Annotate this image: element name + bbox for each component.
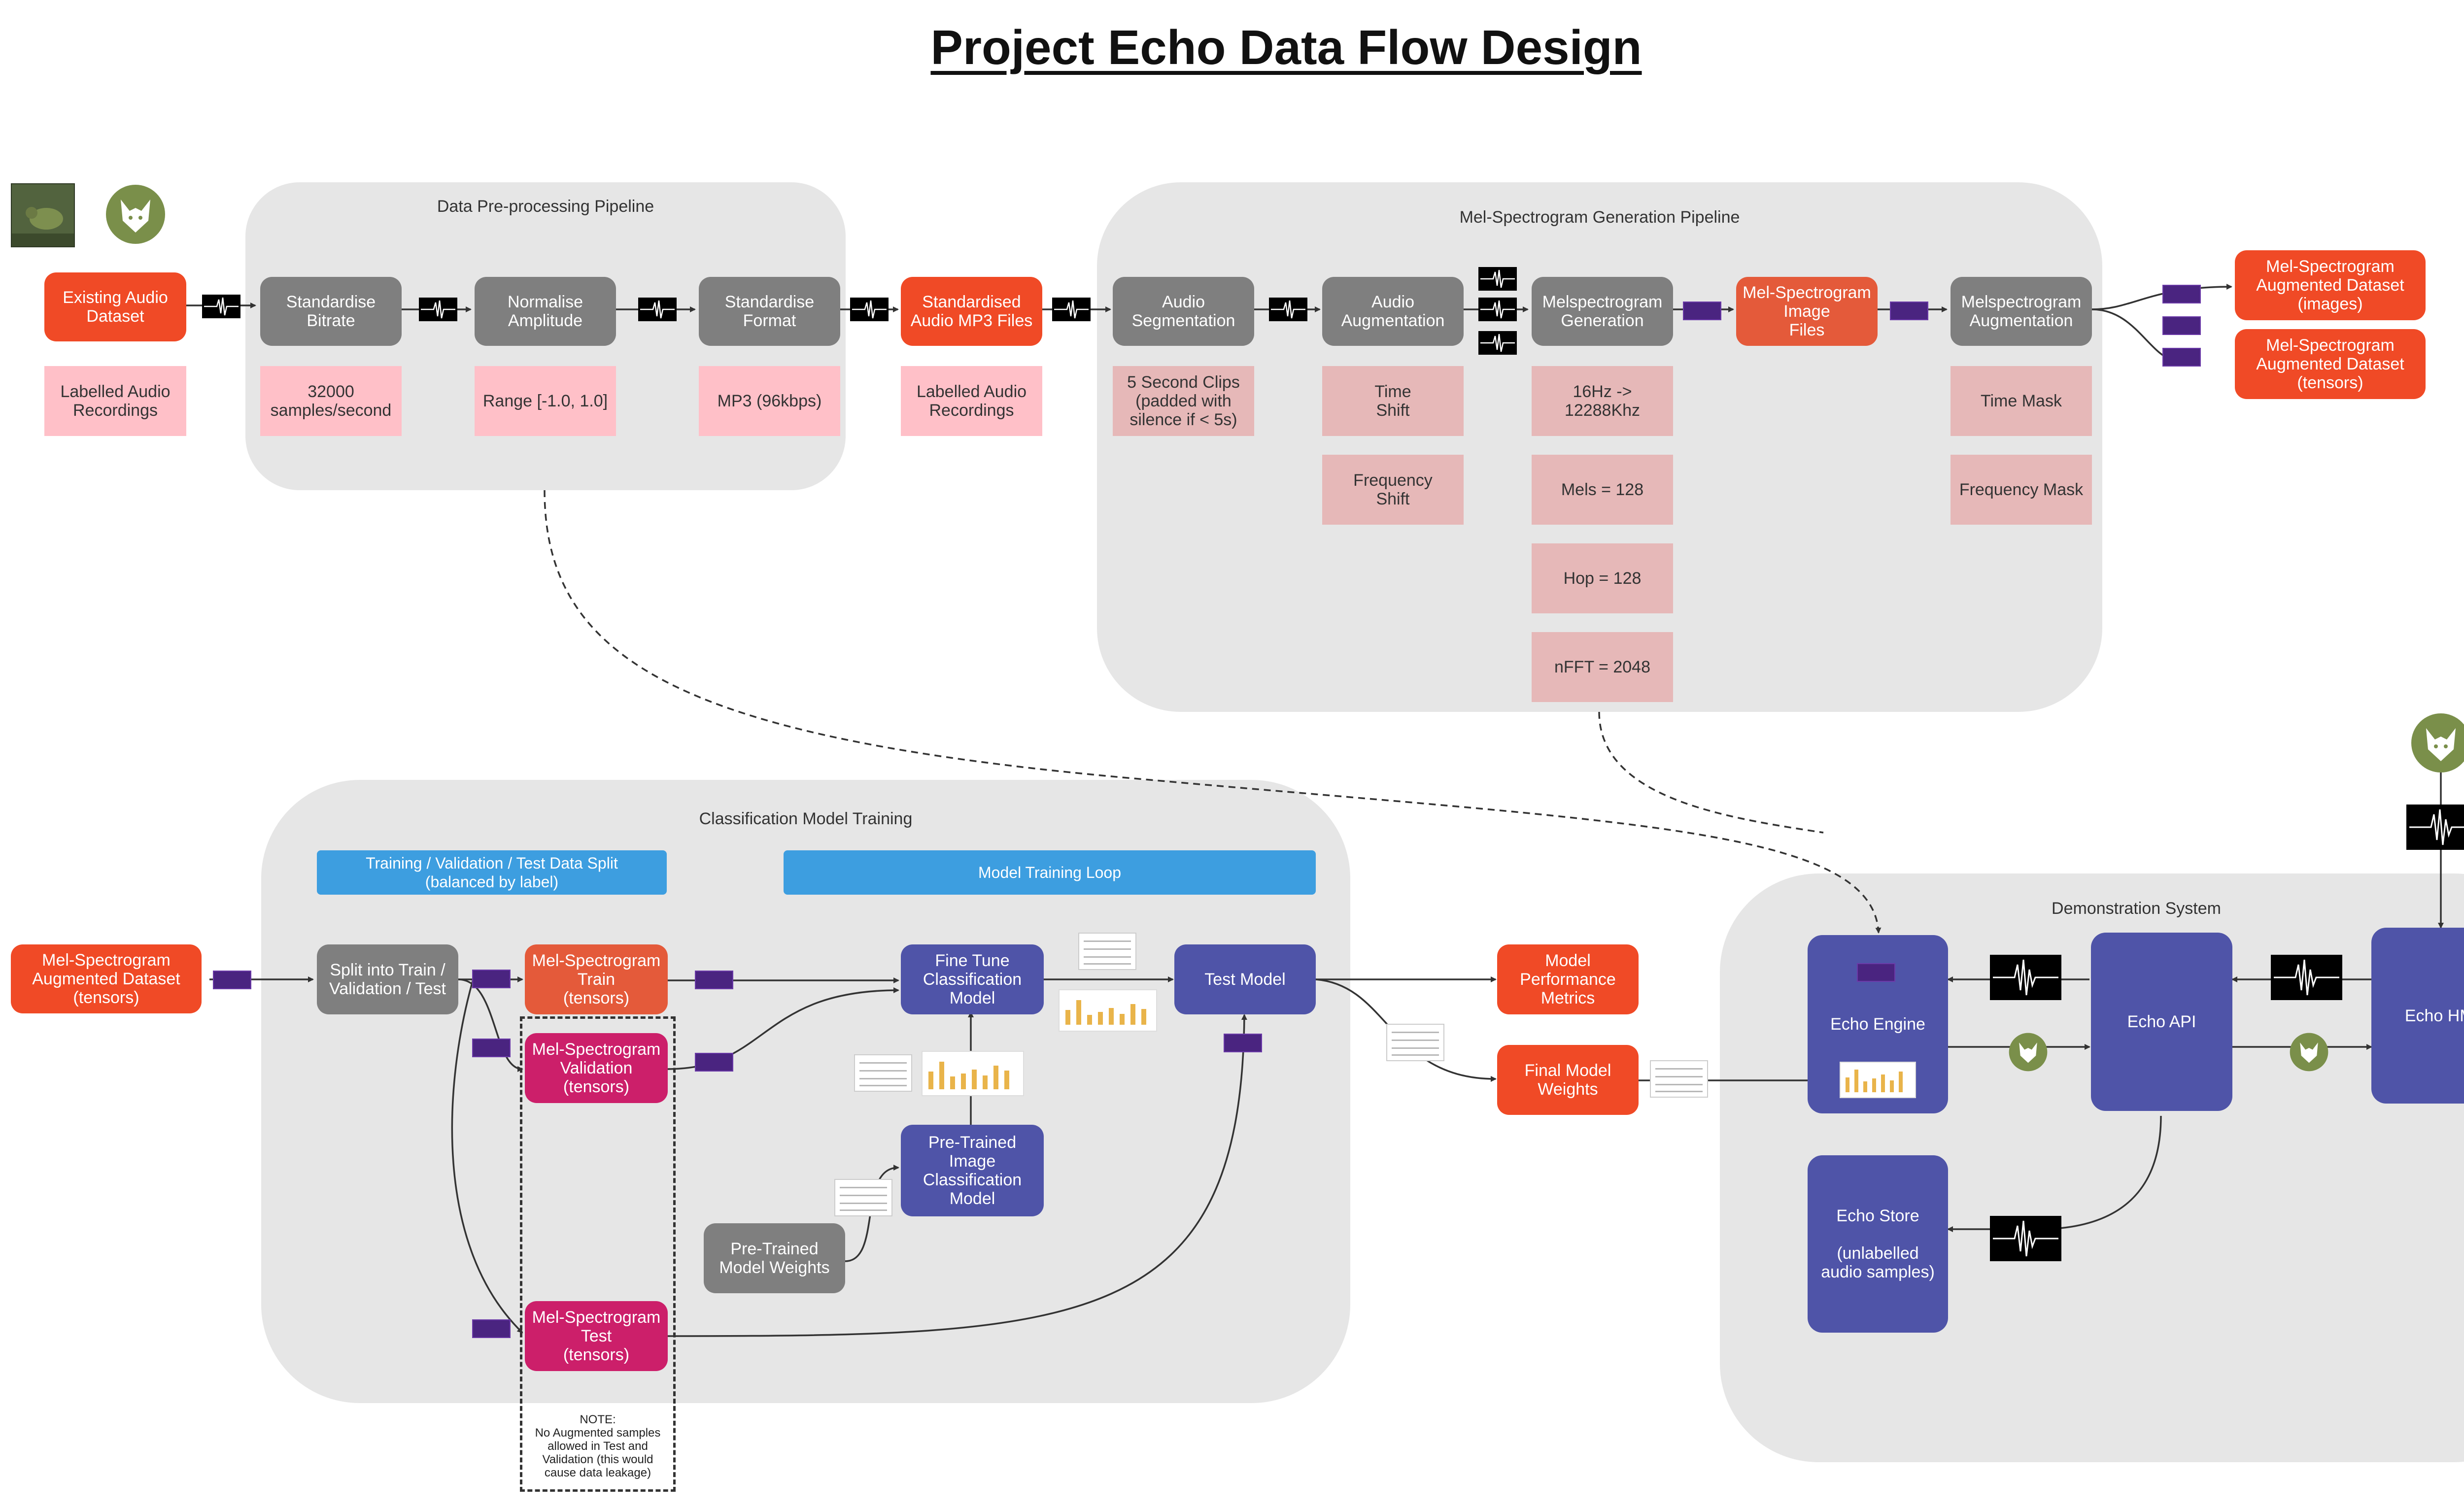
augmented-dataset-tensors-out[interactable]: Mel-Spectrogram Augmented Dataset (tenso… [2235, 329, 2426, 399]
labelled-audio-recordings: Labelled Audio Recordings [44, 366, 186, 436]
waveform-icon [850, 298, 889, 321]
waveform-icon [1478, 267, 1517, 291]
audio-augmentation[interactable]: Audio Augmentation [1322, 277, 1464, 346]
waveform-icon [1478, 331, 1517, 355]
frequency-mask: Frequency Mask [1951, 455, 2092, 525]
spectrogram-icon [2162, 316, 2201, 335]
weights-matrix-icon [1078, 933, 1136, 970]
bar-chart-icon [1059, 989, 1157, 1032]
demo-group-title: Demonstration System [2052, 899, 2221, 918]
time-mask: Time Mask [1951, 366, 2092, 436]
echo-logo-icon [101, 182, 170, 246]
pretrained-classification-model[interactable]: Pre-Trained Image Classification Model [901, 1125, 1044, 1216]
echo-logo-icon [2288, 1031, 2330, 1073]
weights-matrix-icon [1386, 1024, 1444, 1061]
hz-range-value: 16Hz -> 12288Khz [1532, 366, 1673, 436]
echo-api[interactable]: Echo API [2091, 933, 2232, 1111]
standardise-format[interactable]: Standardise Format [699, 277, 840, 346]
melspectrogram-validation[interactable]: Mel-Spectrogram Validation (tensors) [525, 1033, 668, 1103]
clips-value: 5 Second Clips (padded with silence if <… [1113, 366, 1254, 436]
preprocessing-group-title: Data Pre-processing Pipeline [437, 197, 654, 216]
training-loop-banner: Model Training Loop [784, 850, 1316, 895]
final-model-weights[interactable]: Final Model Weights [1497, 1045, 1639, 1115]
spectrogram-icon [1857, 963, 1895, 982]
audio-segmentation[interactable]: Audio Segmentation [1113, 277, 1254, 346]
weights-matrix-icon [854, 1054, 912, 1092]
connector-melaug-to-aug-images [2091, 284, 2232, 310]
spectrogram-icon [472, 1319, 511, 1338]
format-value: MP3 (96kbps) [699, 366, 840, 436]
pretrained-model-weights[interactable]: Pre-Trained Model Weights [704, 1223, 845, 1293]
echo-engine-label: Echo Engine [1830, 1015, 1925, 1034]
spectrogram-icon [1224, 1034, 1262, 1052]
hop-value: Hop = 128 [1532, 543, 1673, 613]
waveform-icon [1269, 298, 1307, 321]
frequency-shift: Frequency Shift [1322, 455, 1464, 525]
echo-store[interactable]: Echo Store (unlabelled audio samples) [1808, 1155, 1948, 1333]
bar-chart-icon [922, 1051, 1024, 1096]
normalise-amplitude[interactable]: Normalise Amplitude [475, 277, 616, 346]
echo-logo-icon [2406, 711, 2464, 775]
spectrogram-icon [695, 1053, 733, 1072]
leakage-note-box [520, 1016, 676, 1492]
training-group-title: Classification Model Training [699, 809, 913, 828]
waveform-icon [638, 298, 677, 321]
waveform-icon [1990, 1216, 2061, 1261]
augmented-dataset-tensors-in[interactable]: Mel-Spectrogram Augmented Dataset (tenso… [11, 944, 202, 1013]
split-train-validation-test[interactable]: Split into Train / Validation / Test [317, 944, 458, 1014]
melspectrogram-generation[interactable]: Melspectrogram Generation [1532, 277, 1673, 346]
waveform-icon [1990, 955, 2061, 1000]
range-value: Range [-1.0, 1.0] [475, 366, 616, 436]
waveform-icon [1052, 298, 1091, 321]
connector-melspec-to-engine [1598, 711, 1824, 834]
spectrogram-icon [2162, 348, 2201, 367]
nfft-value: nFFT = 2048 [1532, 632, 1673, 702]
mels-value: Mels = 128 [1532, 455, 1673, 525]
spectrogram-icon [213, 971, 251, 989]
standardise-bitrate[interactable]: Standardise Bitrate [260, 277, 402, 346]
spectrogram-icon [1890, 302, 1928, 320]
leakage-note: NOTE: No Augmented samples allowed in Te… [535, 1413, 661, 1479]
waveform-icon [2406, 805, 2464, 850]
melspectrogram-train[interactable]: Mel-Spectrogram Train (tensors) [525, 944, 668, 1014]
melspectrogram-test[interactable]: Mel-Spectrogram Test (tensors) [525, 1301, 668, 1371]
melspec-group-title: Mel-Spectrogram Generation Pipeline [1459, 208, 1740, 227]
test-model[interactable]: Test Model [1174, 944, 1316, 1014]
time-shift: Time Shift [1322, 366, 1464, 436]
weights-matrix-icon [1650, 1060, 1708, 1098]
split-banner: Training / Validation / Test Data Split … [317, 850, 667, 895]
waveform-icon [419, 298, 457, 321]
melspectrogram-augmentation[interactable]: Melspectrogram Augmentation [1951, 277, 2092, 346]
melspectrogram-image-files[interactable]: Mel-Spectrogram Image Files [1736, 277, 1878, 346]
augmented-dataset-images[interactable]: Mel-Spectrogram Augmented Dataset (image… [2235, 250, 2426, 320]
spectrogram-icon [2162, 285, 2201, 303]
spectrogram-icon [472, 970, 511, 988]
model-performance-metrics[interactable]: Model Performance Metrics [1497, 944, 1639, 1014]
spectrogram-icon [695, 971, 733, 989]
fine-tune-classification-model[interactable]: Fine Tune Classification Model [901, 944, 1044, 1014]
bitrate-value: 32000 samples/second [260, 366, 402, 436]
spectrogram-icon [472, 1039, 511, 1057]
labelled-audio-recordings-2: Labelled Audio Recordings [901, 366, 1042, 436]
bird-photo [11, 183, 75, 247]
weights-matrix-icon [834, 1179, 892, 1216]
diagram-title: Project Echo Data Flow Design [930, 20, 1642, 74]
waveform-icon [2271, 955, 2342, 1000]
echo-hmi[interactable]: Echo HMI [2371, 928, 2464, 1104]
waveform-icon [1478, 298, 1517, 321]
bar-chart-icon [1840, 1062, 1916, 1098]
spectrogram-icon [1683, 302, 1721, 320]
echo-logo-icon [2007, 1031, 2049, 1073]
standardised-mp3-files[interactable]: Standardised Audio MP3 Files [901, 277, 1042, 346]
existing-audio-dataset[interactable]: Existing Audio Dataset [44, 272, 186, 341]
waveform-icon [202, 295, 240, 318]
